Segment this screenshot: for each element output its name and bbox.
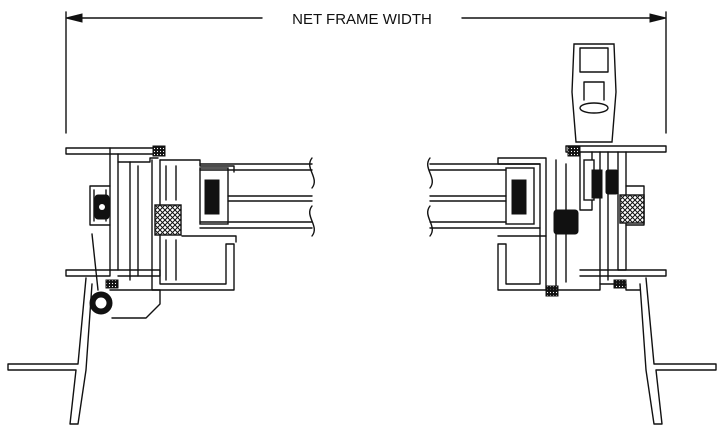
left-top-flange [65,147,111,155]
right-break-symbol [427,157,433,189]
left-frame-wall [109,153,119,271]
left-thermal-chamber [89,185,111,226]
right-spacer-block [619,194,645,224]
right-gasket [553,209,579,235]
dimension-line: NET FRAME WIDTH [65,11,667,134]
right-handle [571,43,617,143]
dimension-label: NET FRAME WIDTH [292,11,432,28]
left-break-symbol [309,157,315,189]
right-top-flange [565,145,667,153]
right-bottom-flange [579,269,667,277]
arrowhead-right [649,13,667,23]
right-anchor-fin [639,277,717,425]
left-anchor-fin [7,277,93,425]
left-top-gasket [152,145,166,157]
left-sash-profile [151,159,235,291]
left-bottom-bracket [109,289,161,319]
left-spacer-block [154,204,182,236]
left-frame-section [7,145,315,425]
left-bottom-flange [65,269,111,277]
arrowhead-left [65,13,83,23]
right-frame-section [427,43,717,425]
